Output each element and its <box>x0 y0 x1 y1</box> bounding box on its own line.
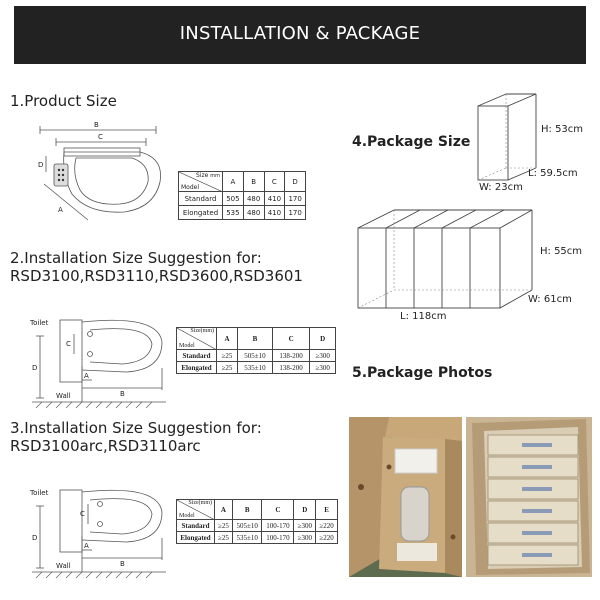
label-b: B <box>120 390 125 398</box>
table-model-label: Model <box>181 184 200 191</box>
banner-background <box>14 6 586 64</box>
section-installation-models-2: RSD3100arc,RSD3110arc <box>10 437 201 455</box>
table-size-label: Size(mm) <box>190 328 214 334</box>
col-header: B <box>231 499 263 520</box>
col-header: D <box>293 499 317 520</box>
label-a: A <box>84 542 89 550</box>
label-toilet: Toilet <box>29 489 49 497</box>
single-box-drawing <box>477 93 537 181</box>
section-package-size-title: 4.Package Size <box>352 134 471 150</box>
table-size-label: Size(mm) <box>188 500 212 506</box>
col-header: B <box>236 327 273 350</box>
multi-box-drawing <box>357 209 533 309</box>
col-header: A <box>214 499 233 520</box>
table-corner-cell: Size(mm) Model <box>176 499 215 520</box>
table-size-label: Size mm <box>196 172 220 179</box>
multi-box-length: L: 118cm <box>400 311 447 322</box>
section-product-size-title: 1.Product Size <box>10 92 117 110</box>
col-header: E <box>315 499 338 520</box>
label-d: D <box>32 364 37 372</box>
table-corner-cell: Size mm Model <box>178 171 223 192</box>
label-c: C <box>80 510 85 518</box>
label-d: D <box>32 534 37 542</box>
installation-diagram-2: Toilet Wall A B C D <box>29 489 166 579</box>
col-header: C <box>261 499 295 520</box>
installation-table-2: Size(mm) Model A B C D E Standard ≥25 50… <box>176 499 338 544</box>
section-installation-models-1: RSD3100,RSD3110,RSD3600,RSD3601 <box>10 267 303 285</box>
col-header: A <box>222 171 244 192</box>
single-box-height: H: 53cm <box>541 124 584 135</box>
table-row: Elongated ≥25 535±10 138-200 ≥300 <box>176 361 336 374</box>
table-row: Standard 505 480 410 170 <box>178 191 306 206</box>
table-model-label: Model <box>179 513 195 519</box>
label-a: A <box>58 206 63 214</box>
label-b: B <box>94 121 99 129</box>
col-header: B <box>242 171 265 192</box>
banner-title: INSTALLATION & PACKAGE <box>179 23 421 44</box>
package-photo-multi-box <box>466 417 592 577</box>
table-row: Standard ≥25 505±10 138-200 ≥300 <box>176 349 336 362</box>
header-banner: INSTALLATION & PACKAGE <box>14 6 586 64</box>
label-wall: Wall <box>56 392 71 400</box>
col-header: D <box>284 171 306 192</box>
label-d: D <box>38 161 43 169</box>
single-box-width: W: 23cm <box>479 182 523 193</box>
col-header: C <box>263 171 286 192</box>
installation-diagram-1: Toilet Wall A B C D <box>29 319 166 409</box>
label-a: A <box>84 372 89 380</box>
table-row: Elongated 535 480 410 170 <box>178 205 306 220</box>
installation-table-1: Size(mm) Model A B C D Standard ≥25 505±… <box>176 327 336 374</box>
label-b: B <box>120 560 125 568</box>
package-photo-open-box <box>349 417 462 577</box>
section-package-photos-title: 5.Package Photos <box>352 365 493 381</box>
table-row: Standard ≥25 505±10 100-170 ≥300 ≥220 <box>176 519 338 532</box>
product-size-diagram: B C D A <box>38 121 161 221</box>
label-c: C <box>66 340 71 348</box>
section-installation-title-1: 2.Installation Size Suggestion for: <box>10 249 262 267</box>
section-installation-title-2: 3.Installation Size Suggestion for: <box>10 419 262 437</box>
table-row: Elongated ≥25 535±10 100-170 ≥300 ≥220 <box>176 531 338 544</box>
label-toilet: Toilet <box>29 319 49 327</box>
product-size-table: Size mm Model A B C D Standard 505 480 4… <box>178 171 306 220</box>
single-box-length: L: 59.5cm <box>528 168 578 179</box>
label-c: C <box>98 133 103 141</box>
col-header: A <box>216 327 238 350</box>
label-wall: Wall <box>56 562 71 570</box>
table-model-label: Model <box>179 343 195 349</box>
multi-box-width: W: 61cm <box>528 294 572 305</box>
table-corner-cell: Size(mm) Model <box>176 327 217 350</box>
multi-box-height: H: 55cm <box>540 246 583 257</box>
col-header: D <box>309 327 336 350</box>
col-header: C <box>271 327 311 350</box>
